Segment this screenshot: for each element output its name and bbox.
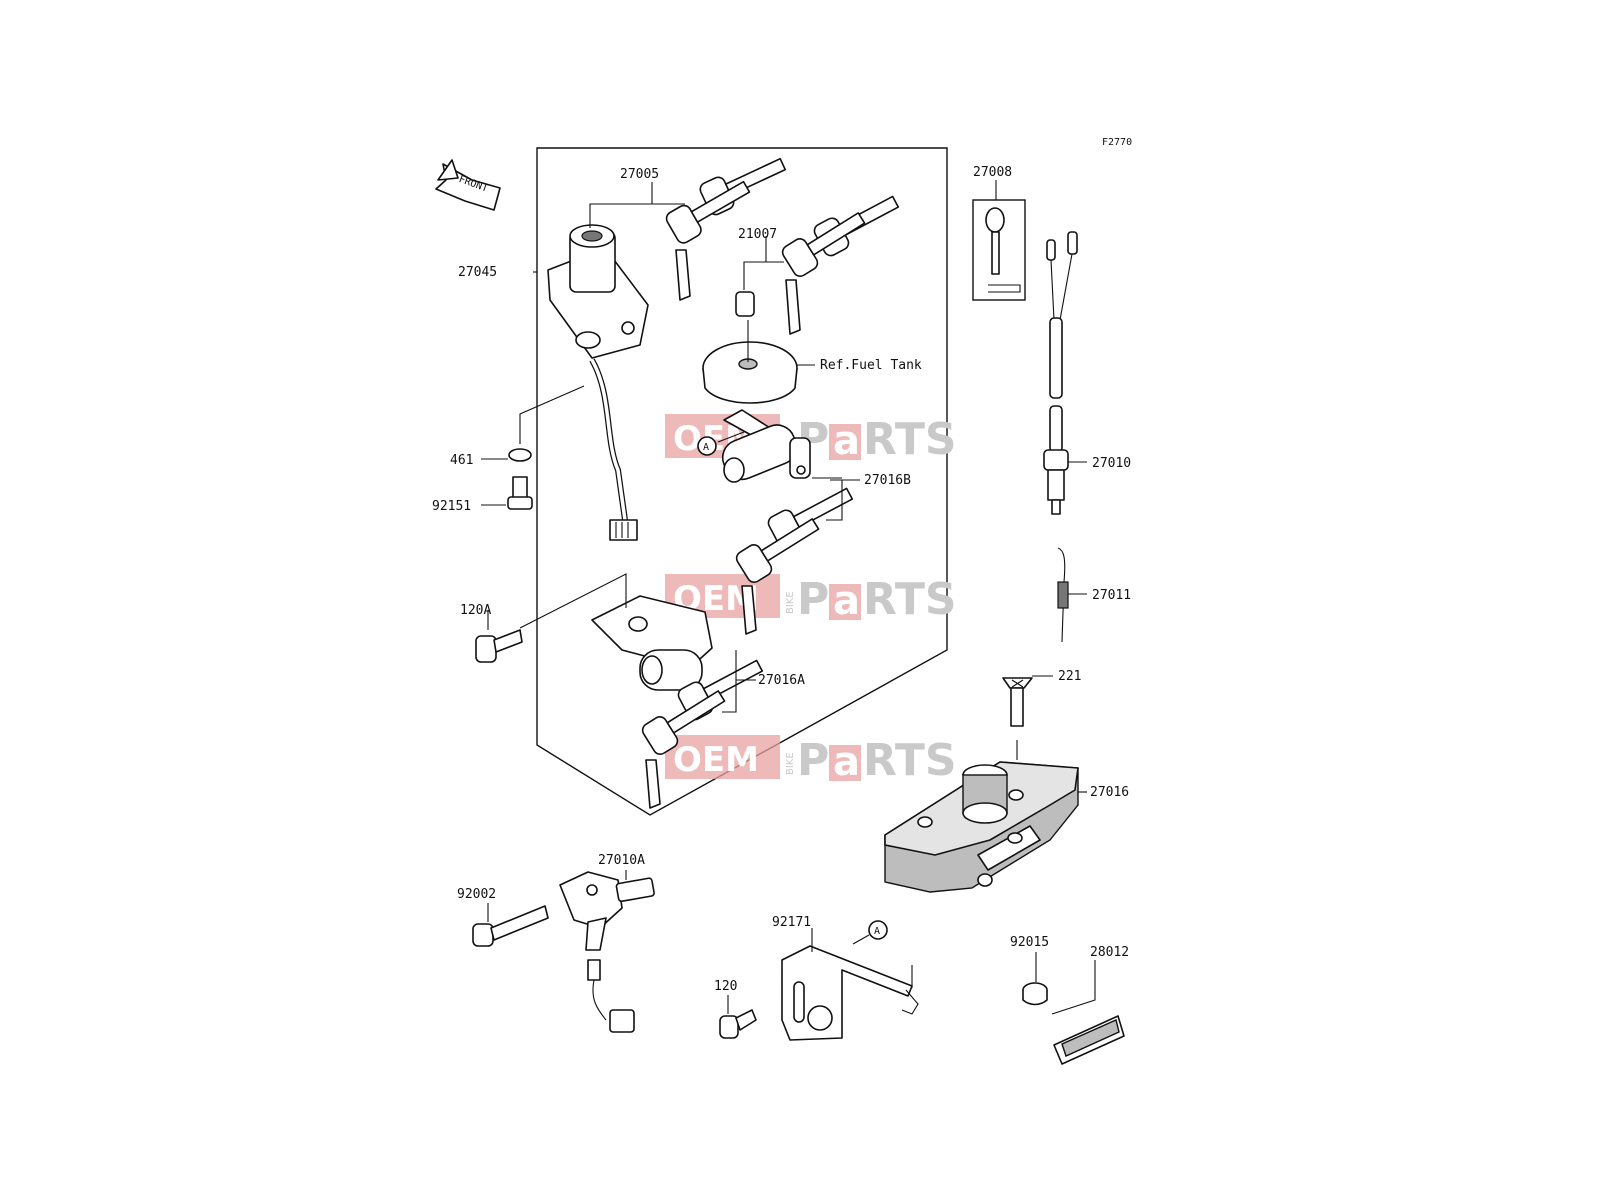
svg-text:BIKE: BIKE <box>785 752 796 775</box>
callout-a-right: A <box>868 920 888 940</box>
fuel-tank-cap-drawing <box>702 341 798 404</box>
part-label-92015: 92015 <box>1010 935 1049 950</box>
part-label-92171: 92171 <box>772 915 811 930</box>
svg-text:a: a <box>833 418 860 464</box>
bolt-120-drawing <box>719 1009 757 1039</box>
part-label-27010: 27010 <box>1092 456 1131 471</box>
part-label-27016b: 27016B <box>864 473 911 488</box>
nut-92015-drawing <box>1022 982 1048 1006</box>
front-arrow-icon: FRONT <box>435 159 501 211</box>
blank-key-27008-drawing <box>972 199 1026 301</box>
part-label-461: 461 <box>450 453 473 468</box>
svg-text:BIKE: BIKE <box>785 591 796 614</box>
part-label-27005: 27005 <box>620 167 659 182</box>
svg-text:A: A <box>874 926 880 937</box>
part-label-120a: 120A <box>460 603 491 618</box>
bracket-27016-drawing <box>884 761 1079 893</box>
svg-text:P: P <box>797 574 829 625</box>
part-label-221: 221 <box>1058 669 1081 684</box>
part-label-27045: 27045 <box>458 265 497 280</box>
reflector-28012-drawing <box>1053 1015 1125 1065</box>
part-label-27008: 27008 <box>973 165 1012 180</box>
svg-text:OEM: OEM <box>673 740 759 780</box>
washer-461-drawing <box>508 448 532 462</box>
watermark-2: OEM BIKE P a RTS <box>665 574 957 625</box>
svg-text:a: a <box>833 739 860 785</box>
bracket-92171-drawing <box>781 945 919 1041</box>
bolt-92151-drawing <box>507 476 533 510</box>
key-set-27016a <box>641 659 764 809</box>
svg-text:P: P <box>797 735 829 786</box>
part-label-27010a: 27010A <box>598 853 645 868</box>
svg-text:RTS: RTS <box>863 735 957 786</box>
part-label-92151: 92151 <box>432 499 471 514</box>
part-label-27016: 27016 <box>1090 785 1129 800</box>
part-label-27011: 27011 <box>1092 588 1131 603</box>
part-label-28012: 28012 <box>1090 945 1129 960</box>
part-label-21007: 21007 <box>738 227 777 242</box>
callout-a-left: A <box>697 436 717 456</box>
leader-lines <box>481 180 1096 1015</box>
svg-text:a: a <box>833 578 860 624</box>
key-set-27005 <box>665 157 787 301</box>
switch-27010-drawing <box>1043 231 1078 515</box>
svg-text:A: A <box>703 442 709 453</box>
watermark-3: OEM BIKE P a RTS <box>665 735 957 786</box>
sensor-27010a-drawing <box>559 871 655 1033</box>
helmet-lock-27016a-drawing <box>591 595 713 691</box>
figure-code: F2770 <box>1102 137 1132 148</box>
key-set-21007 <box>735 195 900 335</box>
bolt-92002-drawing <box>472 905 549 947</box>
part-label-92002: 92002 <box>457 887 496 902</box>
ignition-switch-drawing <box>547 224 649 541</box>
part-label-27016a: 27016A <box>758 673 805 688</box>
spring-27011-drawing <box>1057 547 1069 643</box>
part-label-120: 120 <box>714 979 737 994</box>
bolt-120a-drawing <box>475 629 523 663</box>
screw-221-drawing <box>1002 677 1033 727</box>
assembly-boundary <box>536 147 948 816</box>
seat-lock-27016b-drawing <box>721 409 811 483</box>
svg-text:RTS: RTS <box>863 574 957 625</box>
key-set-27016b <box>735 487 854 635</box>
svg-text:RTS: RTS <box>863 414 957 465</box>
ref-fuel-tank-note: Ref.Fuel Tank <box>820 358 922 373</box>
